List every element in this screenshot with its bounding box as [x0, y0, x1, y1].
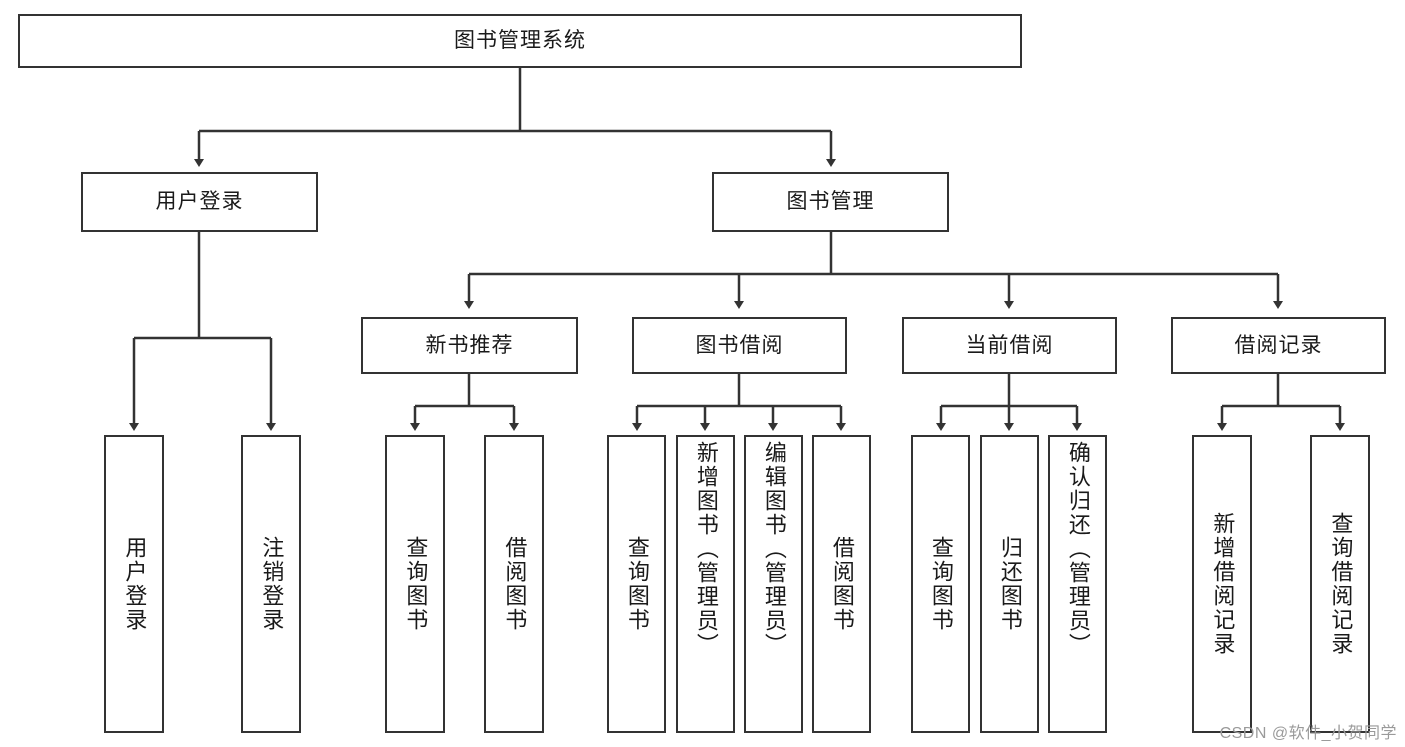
node-label: 归还图书: [997, 536, 1023, 632]
node-current-borrow[interactable]: 当前借阅: [902, 317, 1117, 374]
node-label: 图书借阅: [695, 333, 784, 357]
node-label: 图书管理系统: [454, 29, 586, 53]
node-label: 查询图书: [624, 536, 650, 632]
node-label: 新书推荐: [425, 333, 514, 357]
node-label: 查询借阅记录: [1328, 512, 1354, 656]
leaf-query-book-borrow[interactable]: 查询图书: [607, 435, 666, 733]
node-label: 确认归还（管理员）: [1065, 441, 1091, 657]
node-label: 用户登录: [155, 190, 244, 214]
node-label: 新增图书（管理员）: [693, 441, 719, 657]
leaf-query-borrow-record[interactable]: 查询借阅记录: [1310, 435, 1370, 733]
leaf-query-book-current[interactable]: 查询图书: [911, 435, 970, 733]
node-book-borrow[interactable]: 图书借阅: [632, 317, 847, 374]
node-label: 查询图书: [403, 536, 429, 632]
leaf-edit-book-admin[interactable]: 编辑图书（管理员）: [744, 435, 803, 733]
node-label: 借阅图书: [502, 536, 528, 632]
leaf-borrow-book[interactable]: 借阅图书: [812, 435, 871, 733]
leaf-return-book[interactable]: 归还图书: [980, 435, 1039, 733]
node-label: 用户登录: [122, 536, 148, 632]
node-label: 查询图书: [928, 536, 954, 632]
leaf-add-book-admin[interactable]: 新增图书（管理员）: [676, 435, 735, 733]
csdn-watermark: CSDN @软件_小贺同学: [1219, 725, 1397, 742]
leaf-add-borrow-record[interactable]: 新增借阅记录: [1192, 435, 1252, 733]
node-root-book-management-system[interactable]: 图书管理系统: [18, 14, 1022, 68]
node-label: 图书管理: [786, 190, 875, 214]
leaf-user-login[interactable]: 用户登录: [104, 435, 164, 733]
node-book-management[interactable]: 图书管理: [712, 172, 949, 232]
node-user-login[interactable]: 用户登录: [81, 172, 318, 232]
node-label: 注销登录: [259, 536, 285, 632]
node-label: 当前借阅: [965, 333, 1054, 357]
node-label: 借阅图书: [829, 536, 855, 632]
leaf-confirm-return-admin[interactable]: 确认归还（管理员）: [1048, 435, 1107, 733]
node-label: 编辑图书（管理员）: [761, 441, 787, 657]
node-new-book-recommend[interactable]: 新书推荐: [361, 317, 578, 374]
leaf-logout[interactable]: 注销登录: [241, 435, 301, 733]
leaf-query-book-recommend[interactable]: 查询图书: [385, 435, 445, 733]
leaf-borrow-book-recommend[interactable]: 借阅图书: [484, 435, 544, 733]
node-label: 新增借阅记录: [1210, 512, 1236, 656]
node-label: 借阅记录: [1234, 333, 1323, 357]
node-borrow-record[interactable]: 借阅记录: [1171, 317, 1386, 374]
